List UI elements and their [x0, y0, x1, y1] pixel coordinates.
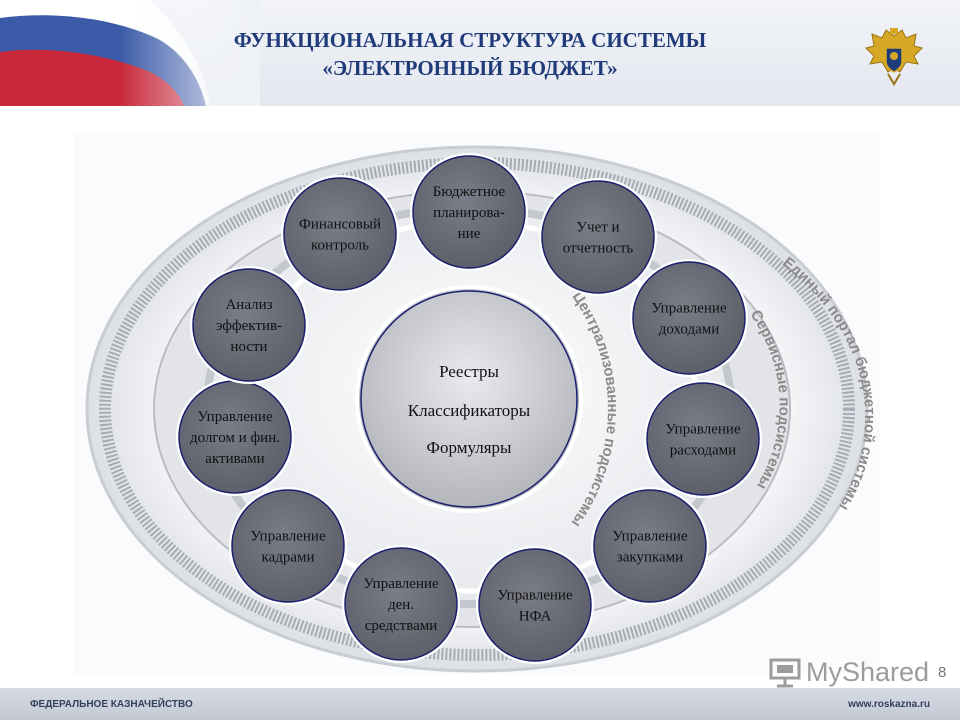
node-label-line: Учет и [576, 220, 619, 236]
page-title: ФУНКЦИОНАЛЬНАЯ СТРУКТУРА СИСТЕМЫ «ЭЛЕКТР… [170, 26, 770, 82]
node-label-line: Финансовый [299, 217, 381, 233]
title-line-2: «ЭЛЕКТРОННЫЙ БЮДЖЕТ» [322, 56, 618, 80]
page-number: 8 [938, 664, 947, 681]
node-circle [541, 180, 655, 294]
double-headed-eagle-icon [865, 28, 923, 86]
central-hub: Реестры Классификаторы Формуляры [355, 285, 583, 513]
node-label-line: Управление [197, 409, 273, 425]
node-label-line: ден. [388, 597, 414, 613]
node-financial-control: Финансовый контроль [281, 175, 399, 293]
node-label-line: Управление [497, 588, 573, 604]
node-revenue-management: Управление доходами [630, 259, 748, 377]
center-label-classifiers: Классификаторы [408, 401, 531, 420]
node-expense-management: Управление расходами [644, 380, 762, 498]
node-label-line: эффектив- [216, 318, 282, 334]
watermark: MyShared [768, 654, 929, 690]
subsystem-nodes: Бюджетное планирова-ние Учет и отчетностьУп… [176, 153, 762, 664]
node-hr-management: Управление кадрами [229, 487, 347, 605]
node-accounting-reporting: Учет и отчетность [539, 178, 657, 296]
footer-organization: ФЕДЕРАЛЬНОЕ КАЗНАЧЕЙСТВО [30, 699, 193, 710]
node-label-line: ности [230, 339, 267, 355]
node-efficiency-analysis: Анализ эффектив-ности [190, 266, 308, 384]
center-label-forms: Формуляры [427, 438, 512, 457]
russian-flag-decoration [0, 0, 260, 106]
center-label-registries: Реестры [439, 362, 499, 381]
node-label-line: отчетность [563, 241, 634, 257]
node-budget-planning: Бюджетное планирова-ние [410, 153, 528, 271]
node-circle [192, 268, 306, 382]
node-circle [632, 261, 746, 375]
functional-structure-diagram: Единый портал бюджетной системы Сервисны… [74, 134, 880, 674]
node-label-line: Анализ [225, 297, 272, 313]
node-circle [646, 382, 760, 496]
ring-gear-edge [99, 157, 855, 661]
presentation-screen-icon [769, 658, 801, 688]
node-label-line: Управление [363, 576, 439, 592]
node-label-line: НФА [519, 609, 552, 625]
node-label-line: Управление [250, 529, 326, 545]
node-circle [283, 177, 397, 291]
node-label-line: контроль [311, 238, 369, 254]
node-label-line: Управление [612, 529, 688, 545]
node-circle [412, 155, 526, 269]
node-circle [478, 548, 592, 662]
node-label-line: Управление [665, 422, 741, 438]
node-label-line: ние [458, 226, 481, 242]
node-procurement-management: Управление закупками [591, 487, 709, 605]
node-label-line: средствами [365, 618, 438, 634]
node-label-line: Управление [651, 301, 727, 317]
node-label-line: активами [205, 451, 264, 467]
node-cash-management: Управление ден. средствами [342, 545, 460, 663]
node-debt-management: Управление долгом и фин. активами [176, 378, 294, 496]
header-banner: ФУНКЦИОНАЛЬНАЯ СТРУКТУРА СИСТЕМЫ «ЭЛЕКТР… [0, 0, 960, 106]
node-label-line: кадрами [261, 550, 314, 566]
footer-bar: ФЕДЕРАЛЬНОЕ КАЗНАЧЕЙСТВО www.roskazna.ru [0, 688, 960, 720]
node-label-line: долгом и фин. [190, 430, 280, 446]
central-hub-circle [360, 290, 578, 508]
node-label-line: Бюджетное [433, 184, 506, 200]
watermark-text: MyShared [806, 656, 930, 687]
node-circle [344, 547, 458, 661]
node-label-line: закупками [617, 550, 683, 566]
node-label-line: расходами [670, 443, 736, 459]
footer-website-link[interactable]: www.roskazna.ru [848, 699, 930, 710]
title-line-1: ФУНКЦИОНАЛЬНАЯ СТРУКТУРА СИСТЕМЫ [233, 28, 707, 52]
node-label-line: планирова- [433, 205, 505, 221]
node-circle [231, 489, 345, 603]
node-circle [593, 489, 707, 603]
node-label-line: доходами [659, 322, 720, 338]
